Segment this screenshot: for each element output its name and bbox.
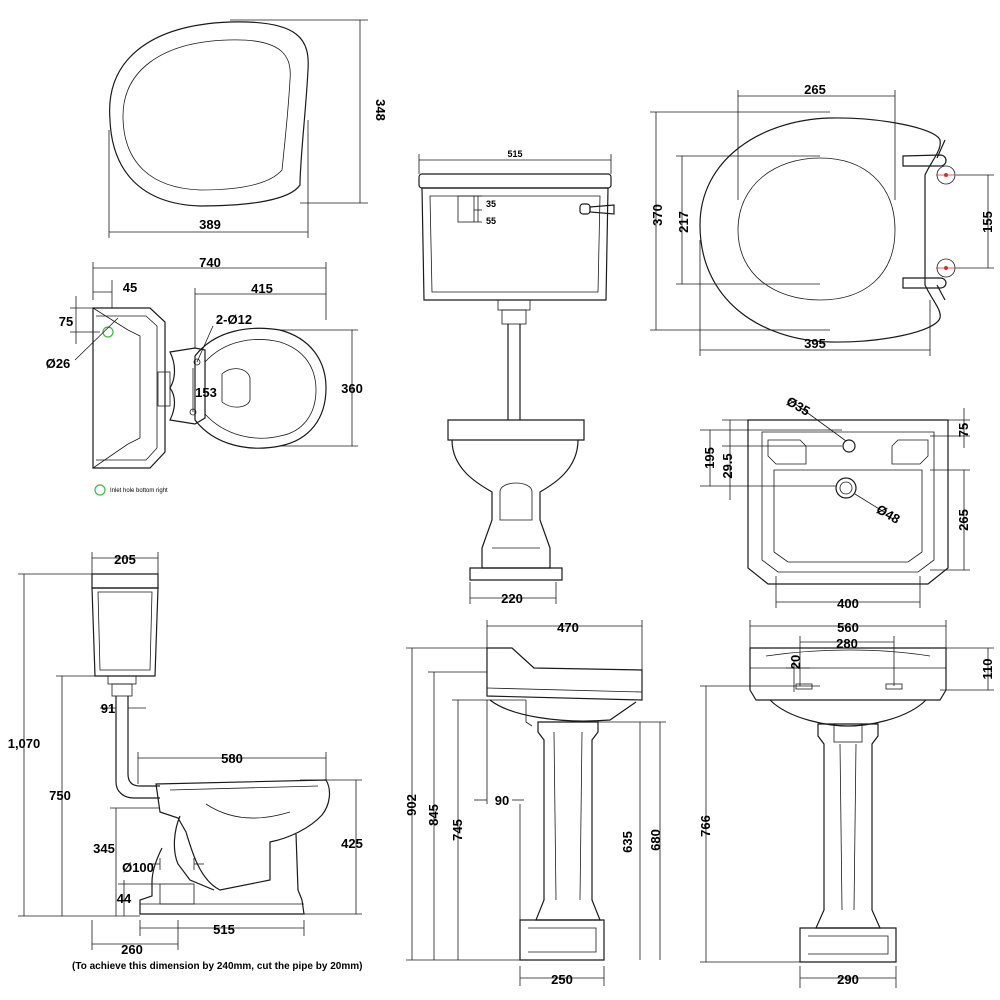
dim-cistern-width: 515 [507,149,522,159]
dim-wc-outlet-to-front: 515 [213,922,235,937]
dim-inlet-y: 75 [59,314,73,329]
dim-basin-902: 902 [404,794,419,816]
legend-inlet-note: Inlet hole bottom right [110,488,168,494]
dim-basin-745: 745 [450,819,465,841]
dim-wc-cistern-depth: 205 [114,552,136,567]
dim-basin-295: 29.5 [720,453,735,478]
dim-wc-outlet-base: 44 [117,891,132,906]
dim-waste: Ø48 [874,501,903,526]
dim-seat-inner-depth: 217 [676,211,691,233]
dim-inlet-dia: Ø26 [46,356,71,371]
dim-seat-outer-depth: 370 [650,204,665,226]
dim-wc-total-height: 1,070 [8,736,41,751]
dim-seat-inner: 265 [804,82,826,97]
dim-basin-75: 75 [956,423,971,437]
dim-wc-rim-height: 425 [341,836,363,851]
dim-seat-height: 348 [373,99,388,121]
dim-basin-front-width: 560 [837,620,859,635]
dim-basin-680: 680 [648,829,663,851]
dim-pan-overall: 740 [199,255,221,270]
dim-basin-front-110: 110 [980,659,995,680]
dim-wc-cistern-height: 750 [49,788,71,803]
dim-basin-265: 265 [956,509,971,531]
dim-cistern-d1: 35 [486,199,496,209]
basin-side-view [406,620,666,986]
dim-basin-front-20: 20 [788,655,803,669]
dim-wc-outlet-dia: Ø100 [122,860,154,875]
dim-basin-635: 635 [620,831,635,853]
dim-pan-depth: 415 [251,281,273,296]
cistern-front-view [418,154,615,604]
dim-basin-width: 400 [837,596,859,611]
dim-basin-845: 845 [426,804,441,826]
dim-basin-front-base: 290 [837,972,859,987]
dim-cistern-d2: 55 [486,216,496,226]
wc-pipe-note: (To achieve this dimension by 240mm, cut… [72,961,362,972]
dim-basin-side-depth: 470 [557,620,579,635]
legend-green-circle [94,484,106,496]
basin-front-view [700,620,994,988]
dim-pan-width: 360 [341,381,363,396]
dim-pan-front-width: 220 [501,591,523,606]
dim-wc-pan-length: 580 [221,751,243,766]
dim-basin-90: 90 [495,793,509,808]
dim-basin-side-base: 250 [551,972,573,987]
seat-plan-view [650,90,994,356]
dim-holes: 2-Ø12 [216,312,252,327]
dim-wc-wall-to-outlet: 260 [121,942,143,957]
basin-plan-view [700,399,970,608]
dim-basin-195: 195 [702,447,717,469]
dim-seat-outer: 395 [804,336,826,351]
seat-top-view [108,19,368,238]
inlet-hole-marker [102,326,114,338]
dim-wc-pipe-offset: 91 [101,701,115,716]
dim-seat-width: 389 [199,217,221,232]
pan-plan-view [70,262,358,469]
dim-pan-offset: 45 [123,280,137,295]
dim-basin-front-holes: 280 [836,636,858,651]
dim-tap-hole: Ø35 [784,393,813,418]
wc-side-view [18,552,362,950]
dim-hole-spacing: 153 [195,385,217,400]
dim-basin-front-height: 766 [698,815,713,837]
dim-wc-outlet-height: 345 [93,841,115,856]
dim-seat-hinge: 155 [980,211,995,233]
